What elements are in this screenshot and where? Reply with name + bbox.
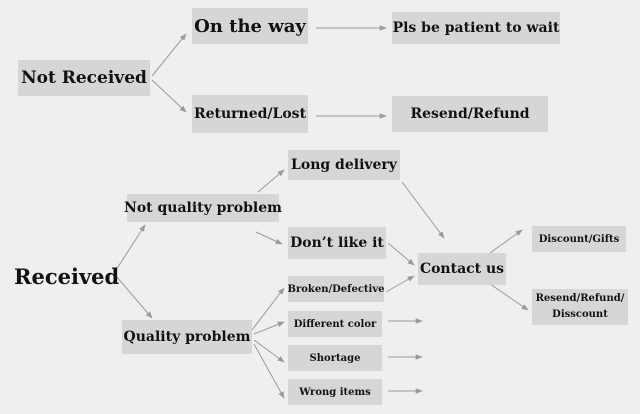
node-different-color: Different color [288, 311, 382, 337]
arrow-quality-to-shortage [253, 339, 285, 363]
arrow-contact-to-resend-refund-disc [489, 283, 529, 311]
node-broken-defective: Broken/Defective [288, 276, 385, 302]
arrow-quality-to-broken [251, 287, 285, 331]
node-resend-refund-disscount: Resend/Refund/ Disscount [532, 289, 628, 325]
node-long-delivery: Long delivery [288, 150, 400, 180]
arrow-broken-to-contact [385, 275, 415, 293]
arrow-received-to-quality [115, 275, 153, 319]
node-dont-like-it: Don’t like it [288, 227, 386, 259]
node-contact-us: Contact us [418, 253, 506, 285]
node-not-received: Not Received [18, 60, 150, 96]
node-received: Received [14, 263, 120, 289]
arrow-dont-like-to-contact [387, 242, 415, 266]
arrow-not-quality-to-dont-like [255, 231, 283, 245]
arrow-not-received-to-on-the-way [151, 33, 187, 77]
node-returned-lost: Returned/Lost [192, 95, 308, 133]
node-resend-refund: Resend/Refund [392, 96, 548, 132]
arrow-quality-to-diff-color [253, 321, 285, 335]
node-quality-problem: Quality problem [122, 320, 252, 354]
arrow-not-quality-to-long-delivery [257, 169, 285, 193]
node-pls-be-patient: Pls be patient to wait [392, 12, 560, 44]
node-shortage: Shortage [288, 345, 382, 371]
arrow-long-delivery-to-contact [401, 181, 445, 239]
node-wrong-items: Wrong items [288, 379, 382, 405]
arrow-contact-to-discount-gifts [489, 229, 523, 254]
node-not-quality-problem: Not quality problem [124, 194, 282, 222]
node-on-the-way: On the way [192, 8, 308, 44]
node-discount-gifts: Discount/Gifts [532, 226, 626, 252]
arrow-quality-to-wrong-items [253, 343, 285, 399]
arrow-not-received-to-returned-lost [151, 79, 187, 113]
arrow-received-to-not-quality [115, 224, 146, 271]
